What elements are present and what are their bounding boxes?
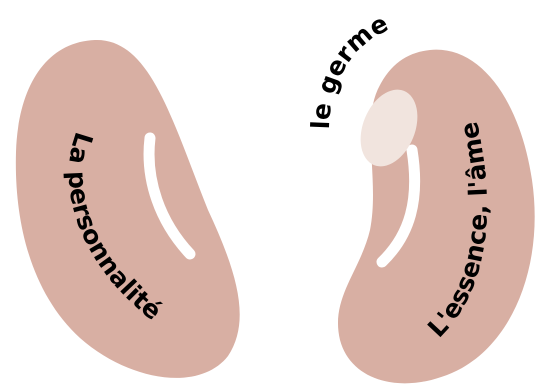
left-bean-body <box>16 40 240 378</box>
right-bean: L'essence, l'âme <box>338 50 535 384</box>
left-bean: La personnalité <box>16 40 240 378</box>
